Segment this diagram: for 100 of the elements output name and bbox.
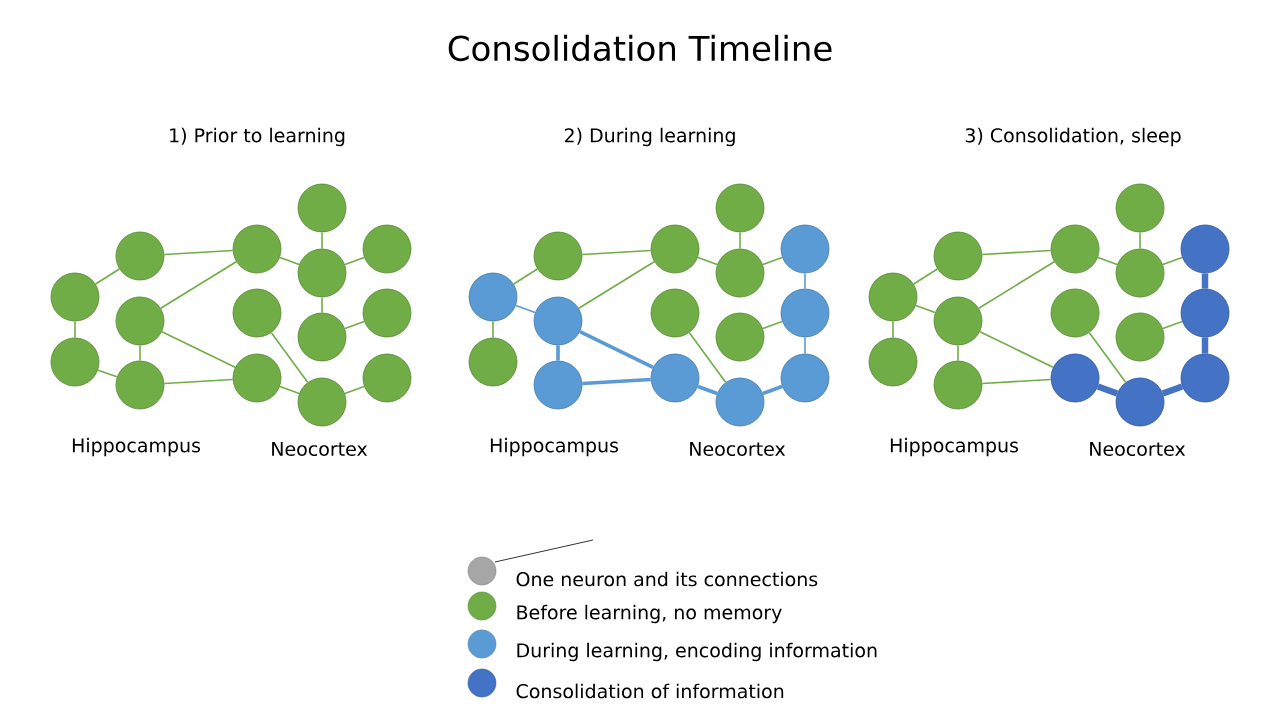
connection-line xyxy=(804,272,806,290)
neuron-circle xyxy=(232,224,282,274)
connection-line xyxy=(97,369,118,378)
connection-line xyxy=(1139,231,1141,250)
neuron-circle xyxy=(715,183,765,233)
connection-line xyxy=(688,331,727,384)
connection-line xyxy=(762,256,783,266)
neuron-circle xyxy=(715,248,765,298)
neuron-circle xyxy=(1115,377,1165,427)
neuron-circle xyxy=(933,231,983,281)
connection-line xyxy=(1201,337,1209,354)
connection-line xyxy=(804,336,806,355)
neuron-circle xyxy=(362,288,412,338)
connection-line xyxy=(981,378,1052,385)
neuron-circle xyxy=(533,296,583,346)
connection-line xyxy=(912,268,939,285)
region-label: Neocortex xyxy=(272,441,368,457)
neuron-circle xyxy=(533,231,583,281)
connection-line xyxy=(160,260,238,309)
connection-line xyxy=(739,231,741,250)
neuron-circle xyxy=(868,272,918,322)
connection-line xyxy=(1201,273,1209,289)
connection-line xyxy=(94,268,121,285)
neuron-circle xyxy=(362,353,412,403)
connection-line xyxy=(344,385,365,395)
neuron-circle xyxy=(533,360,583,410)
neuron-circle xyxy=(115,296,165,346)
neuron-circle xyxy=(297,377,347,427)
connection-line xyxy=(1096,383,1119,397)
connection-line xyxy=(1161,383,1184,397)
legend-text: Before learning, no memory xyxy=(517,604,782,624)
legend-text: Consolidation of information xyxy=(516,683,784,699)
neuron-circle xyxy=(780,288,830,338)
connection-line xyxy=(581,249,652,256)
neuron-circle xyxy=(933,296,983,346)
region-label: Neocortex xyxy=(690,441,786,457)
neuron-circle xyxy=(1180,353,1230,403)
connection-line xyxy=(492,320,494,339)
connection-line xyxy=(957,344,959,362)
region-label: Hippocampus xyxy=(490,437,619,457)
connection-line xyxy=(74,320,76,339)
connection-line xyxy=(139,344,141,362)
connection-line xyxy=(344,320,365,330)
panel-heading: 2) During learning xyxy=(564,127,735,147)
neuron-circle xyxy=(715,377,765,427)
connection-line xyxy=(892,320,894,339)
connection-line xyxy=(270,331,309,384)
connection-line xyxy=(697,384,718,396)
connection-line xyxy=(279,385,300,395)
neuron-circle xyxy=(297,183,347,233)
neuron-circle xyxy=(650,353,700,403)
connection-line xyxy=(578,260,656,309)
connection-line xyxy=(1097,256,1118,266)
neuron-circle xyxy=(933,360,983,410)
connection-line xyxy=(321,296,323,314)
connection-line xyxy=(279,256,300,266)
connection-line xyxy=(1162,256,1183,266)
connection-line xyxy=(344,256,365,266)
connection-line xyxy=(762,384,783,396)
neuron-circle xyxy=(297,248,347,298)
connection-line xyxy=(762,320,783,330)
neuron-circle xyxy=(1050,353,1100,403)
neuron-circle xyxy=(715,312,765,362)
neuron-circle xyxy=(297,312,347,362)
connection-line xyxy=(1088,331,1127,384)
neuron-circle xyxy=(1115,248,1165,298)
region-label: Hippocampus xyxy=(890,437,1019,457)
region-label: Hippocampus xyxy=(72,437,201,457)
neuron-circle xyxy=(468,272,518,322)
neuron-circle xyxy=(115,231,165,281)
neuron-circle xyxy=(50,337,100,387)
neuron-circle xyxy=(1115,183,1165,233)
connection-line xyxy=(979,330,1054,369)
region-label: Neocortex xyxy=(1090,441,1186,457)
connection-line xyxy=(582,377,651,386)
legend-text: During learning, encoding information xyxy=(517,642,877,662)
neuron-circle xyxy=(468,337,518,387)
connection-line xyxy=(163,249,234,256)
connection-line xyxy=(579,330,654,369)
panel-heading: 1) Prior to learning xyxy=(170,127,345,147)
neuron-circle xyxy=(1115,312,1165,362)
neuron-circle xyxy=(1050,224,1100,274)
neuron-circle xyxy=(650,224,700,274)
title: Consolidation Timeline xyxy=(448,34,832,62)
neuron-circle xyxy=(1180,224,1230,274)
connection-line xyxy=(915,304,936,314)
neuron-circle xyxy=(115,360,165,410)
connection-line xyxy=(515,304,536,314)
panel-heading: 3) Consolidation, sleep xyxy=(965,127,1181,147)
connection-line xyxy=(512,268,539,285)
neuron-circle xyxy=(232,353,282,403)
connection-line xyxy=(161,330,236,369)
connection-line xyxy=(556,345,560,361)
connection-line xyxy=(163,378,234,385)
neuron-circle xyxy=(868,337,918,387)
neuron-circle xyxy=(1050,288,1100,338)
neuron-circle xyxy=(1180,288,1230,338)
legend-text: One neuron and its connections xyxy=(516,571,818,587)
neuron-circle xyxy=(780,224,830,274)
neuron-circle xyxy=(50,272,100,322)
